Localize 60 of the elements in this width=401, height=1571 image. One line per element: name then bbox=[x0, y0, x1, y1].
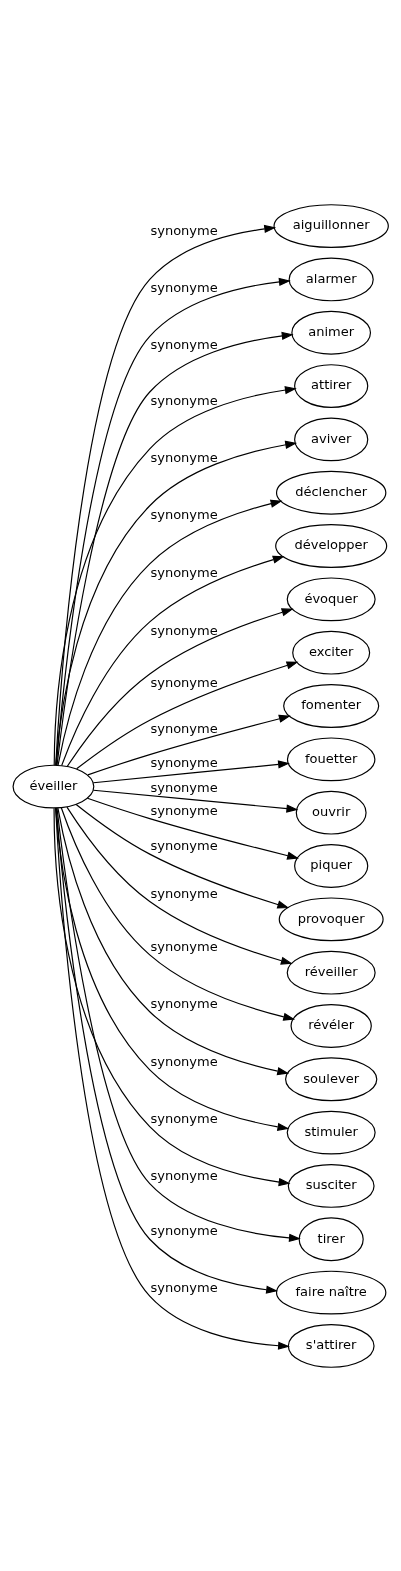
node-ellipse: piquer bbox=[294, 843, 369, 888]
edge-label: synonyme bbox=[150, 802, 218, 818]
edge-label: synonyme bbox=[150, 1053, 218, 1069]
node-ellipse: attirer bbox=[294, 363, 369, 408]
node-ellipse: aiguillonner bbox=[273, 203, 389, 248]
edge-label: synonyme bbox=[150, 1222, 218, 1238]
arrow bbox=[92, 759, 290, 783]
arrow bbox=[75, 803, 290, 909]
node-ellipse: éveiller bbox=[12, 764, 95, 808]
edge-label: synonyme bbox=[150, 779, 218, 795]
edge-label: synonyme bbox=[150, 885, 218, 901]
arrow bbox=[55, 806, 290, 1131]
node-ellipse: susciter bbox=[287, 1163, 375, 1208]
node-ellipse: faire naître bbox=[275, 1270, 387, 1315]
node-ellipse: stimuler bbox=[286, 1110, 376, 1155]
edge-label: synonyme bbox=[150, 336, 218, 352]
node-ellipse: exciter bbox=[292, 630, 371, 675]
node-ellipse: ouvrir bbox=[295, 790, 367, 835]
edge-label: synonyme bbox=[150, 506, 218, 522]
edge-label: synonyme bbox=[150, 995, 218, 1011]
edge-label: synonyme bbox=[150, 392, 218, 408]
node-ellipse: révéler bbox=[290, 1003, 372, 1048]
node-ellipse: fomenter bbox=[283, 683, 380, 728]
edge-label: synonyme bbox=[150, 754, 218, 770]
edge-label: synonyme bbox=[150, 622, 218, 638]
node-ellipse: s'attirer bbox=[287, 1323, 375, 1368]
node-ellipse: évoquer bbox=[286, 576, 376, 621]
edge-label: synonyme bbox=[150, 564, 218, 580]
edge-label: synonyme bbox=[150, 674, 218, 690]
edge-label: synonyme bbox=[150, 222, 218, 238]
arrow bbox=[53, 807, 291, 1186]
edge-label: synonyme bbox=[150, 1167, 218, 1183]
arrow bbox=[86, 797, 299, 860]
edge-label: synonyme bbox=[150, 720, 218, 736]
node-ellipse: tirer bbox=[298, 1216, 364, 1261]
arrow bbox=[66, 806, 293, 965]
arrow bbox=[66, 607, 294, 767]
edge-label: synonyme bbox=[150, 1279, 218, 1295]
arrow bbox=[76, 660, 299, 769]
arrow bbox=[61, 555, 285, 766]
arrow bbox=[60, 806, 296, 1021]
arrow bbox=[92, 789, 299, 813]
node-ellipse: soulever bbox=[285, 1056, 378, 1101]
edge-label: synonyme bbox=[150, 279, 218, 295]
edge-label: synonyme bbox=[150, 938, 218, 954]
node-ellipse: fouetter bbox=[286, 736, 376, 781]
node-ellipse: réveiller bbox=[286, 950, 376, 995]
arrow bbox=[57, 499, 283, 766]
node-ellipse: animer bbox=[291, 310, 372, 355]
node-ellipse: aviver bbox=[294, 416, 369, 461]
node-ellipse: alarmer bbox=[288, 256, 374, 301]
node-ellipse: déclencher bbox=[275, 470, 387, 515]
arrow bbox=[57, 806, 290, 1075]
edge-label: synonyme bbox=[150, 837, 218, 853]
arrow bbox=[55, 440, 298, 766]
edge-label: synonyme bbox=[150, 449, 218, 465]
arrow bbox=[87, 714, 291, 775]
edge-label: synonyme bbox=[150, 1110, 218, 1126]
node-ellipse: développer bbox=[275, 523, 388, 568]
arrow bbox=[56, 806, 301, 1242]
